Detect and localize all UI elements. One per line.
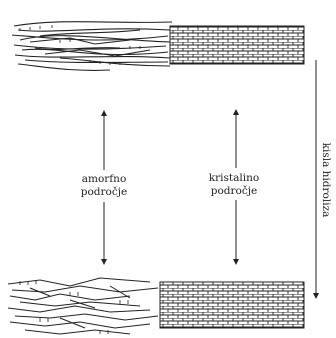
top-crystalline-region <box>170 26 304 64</box>
bottom-amorphous-stripes <box>20 280 128 334</box>
crystalline-region-label: kristalino področje <box>204 172 264 198</box>
bottom-crystalline-region <box>160 282 304 328</box>
amorphous-region-label: amorfno področje <box>76 173 132 199</box>
top-amorphous-region <box>12 22 172 71</box>
crystalline-label-line1: kristalino <box>204 172 264 185</box>
crystalline-label-line2: področje <box>204 185 264 198</box>
amorphous-label-line1: amorfno <box>76 173 132 186</box>
bottom-amorphous-region <box>8 278 158 334</box>
acid-hydrolysis-label: kisla hidroliza <box>320 143 332 218</box>
amorphous-label-line2: področje <box>76 186 132 199</box>
